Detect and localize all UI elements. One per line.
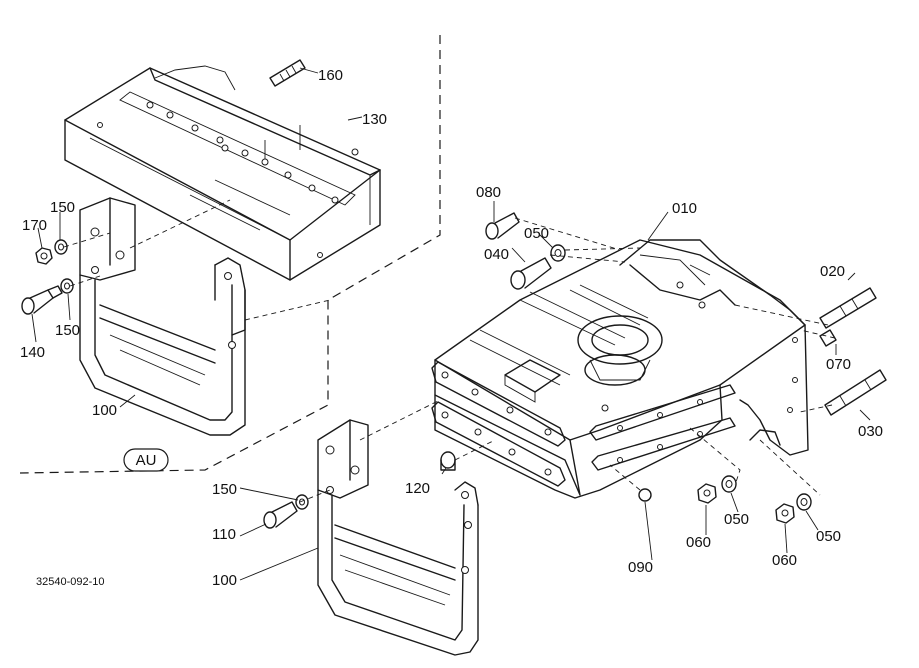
bolt-040 <box>510 257 552 290</box>
stud-030 <box>824 369 887 416</box>
label-160: 160 <box>318 67 343 84</box>
washer-050-b <box>721 475 737 493</box>
bolt-090 <box>638 488 652 502</box>
label-020: 020 <box>820 263 845 280</box>
au-region-tag: AU <box>123 448 169 472</box>
step-plate-130 <box>64 65 381 281</box>
bolt-140 <box>21 285 63 315</box>
label-030: 030 <box>858 423 883 440</box>
label-150-a: 150 <box>50 199 75 216</box>
label-100-lower: 100 <box>212 572 237 589</box>
assembly-lines <box>63 199 836 503</box>
washer-150-c <box>295 494 309 510</box>
frame-010 <box>431 239 809 499</box>
bolt-120 <box>440 451 456 471</box>
label-080: 080 <box>476 184 501 201</box>
label-100-upper: 100 <box>92 402 117 419</box>
washer-150-b <box>60 278 74 294</box>
label-150-c: 150 <box>212 481 237 498</box>
bolt-080 <box>485 212 520 240</box>
label-130: 130 <box>362 111 387 128</box>
label-070: 070 <box>826 356 851 373</box>
au-region-boundary <box>19 35 441 474</box>
label-010: 010 <box>672 200 697 217</box>
label-120: 120 <box>405 480 430 497</box>
washer-050-c <box>796 493 812 511</box>
nut-170 <box>35 247 53 265</box>
washer-150-a <box>54 239 68 255</box>
washer-050-a <box>550 244 566 262</box>
step-bracket-100-lower <box>317 419 479 656</box>
step-bracket-100-upper <box>79 197 246 436</box>
part-labels: 160 130 010 020 070 030 080 050 040 150 … <box>20 67 883 589</box>
label-050-b: 050 <box>724 511 749 528</box>
nut-060-a <box>697 483 717 504</box>
nut-060-b <box>775 503 795 524</box>
label-110: 110 <box>212 526 236 543</box>
drawing-number: 32540-092-10 <box>36 576 105 588</box>
label-050-c: 050 <box>816 528 841 545</box>
label-150-b: 150 <box>55 322 80 339</box>
label-050-a: 050 <box>524 225 549 242</box>
label-060-b: 060 <box>772 552 797 569</box>
pin-070 <box>819 329 837 347</box>
label-140: 140 <box>20 344 45 361</box>
label-040: 040 <box>484 246 509 263</box>
stud-020 <box>819 287 877 329</box>
label-060-a: 060 <box>686 534 711 551</box>
bolt-110 <box>263 501 298 529</box>
svg-text:AU: AU <box>136 452 157 469</box>
bolt-160 <box>269 59 306 87</box>
label-090: 090 <box>628 559 653 576</box>
leader-lines <box>31 67 871 581</box>
label-170: 170 <box>22 217 47 234</box>
